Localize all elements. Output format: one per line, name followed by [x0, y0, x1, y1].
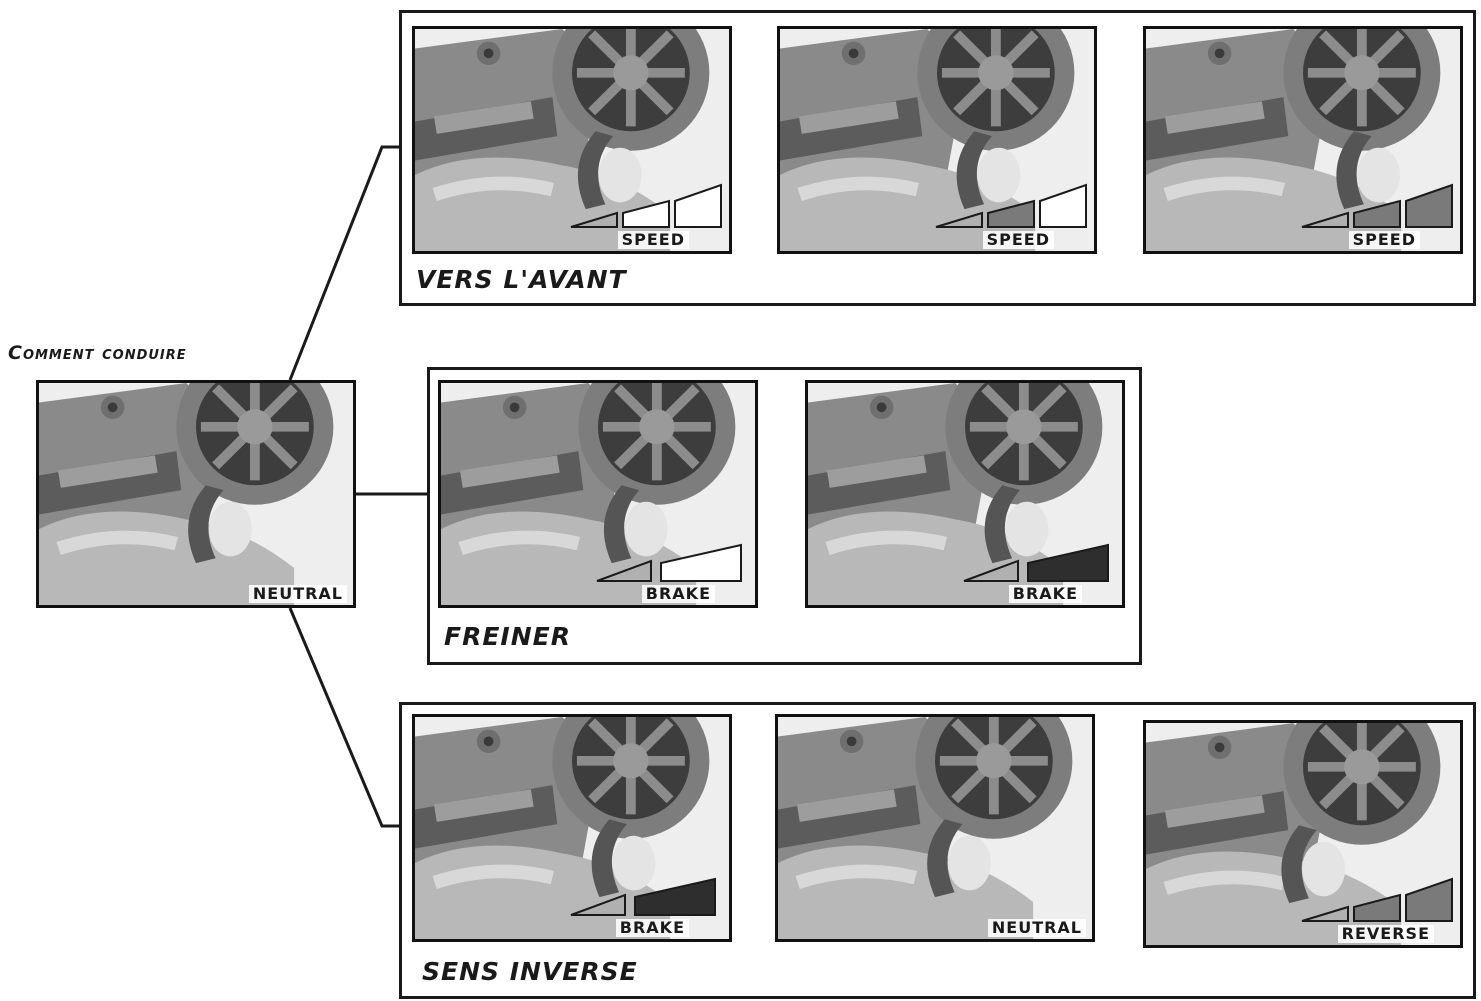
meter-segment-1	[570, 893, 626, 916]
panel-label: BRAKE	[615, 919, 689, 937]
meter-segment-2	[987, 199, 1035, 228]
throttle-meter	[570, 877, 716, 916]
connector-line-3	[288, 607, 412, 828]
meter-segment-3	[1405, 877, 1453, 922]
connector-line-1	[288, 145, 412, 381]
throttle-meter	[963, 543, 1109, 582]
meter-segment-2	[634, 877, 716, 916]
meter-segment-1	[1301, 905, 1349, 922]
panel-label: NEUTRAL	[248, 585, 347, 603]
panel-label: SPEED	[617, 231, 689, 249]
brake-group-title: FREINER	[444, 622, 571, 651]
trigger-photo	[39, 383, 353, 605]
panel-label: REVERSE	[1337, 925, 1434, 943]
reverse-step-reverse-panel: REVERSE	[1143, 720, 1463, 948]
throttle-meter	[1301, 877, 1453, 922]
meter-segment-3	[674, 183, 722, 228]
meter-segment-1	[963, 559, 1019, 582]
meter-segment-2	[1353, 893, 1401, 922]
throttle-meter	[596, 543, 742, 582]
meter-segment-1	[570, 211, 618, 228]
meter-segment-1	[1301, 211, 1349, 228]
panel-label: BRAKE	[1008, 585, 1082, 603]
throttle-meter	[935, 183, 1087, 228]
trigger-photo	[1146, 29, 1460, 251]
panel-label: BRAKE	[641, 585, 715, 603]
meter-segment-1	[596, 559, 652, 582]
trigger-photo	[415, 29, 729, 251]
brake-panel-light: BRAKE	[438, 380, 758, 608]
meter-segment-1	[935, 211, 983, 228]
forward-group-title: VERS L'AVANT	[416, 265, 627, 294]
meter-segment-2	[1353, 199, 1401, 228]
neutral-trigger-panel: NEUTRAL	[36, 380, 356, 608]
speed-panel-low: SPEED	[412, 26, 732, 254]
trigger-photo	[780, 29, 1094, 251]
meter-segment-2	[1027, 543, 1109, 582]
reverse-step-neutral-panel: NEUTRAL	[775, 714, 1095, 942]
panel-label: NEUTRAL	[987, 919, 1086, 937]
panel-label: SPEED	[1348, 231, 1420, 249]
meter-segment-3	[1405, 183, 1453, 228]
diagram-title: Comment conduire	[8, 342, 187, 364]
throttle-meter	[570, 183, 722, 228]
meter-segment-2	[660, 543, 742, 582]
trigger-photo	[778, 717, 1092, 939]
reverse-group-title: SENS INVERSE	[422, 957, 638, 986]
speed-panel-mid: SPEED	[777, 26, 1097, 254]
panel-label: SPEED	[982, 231, 1054, 249]
trigger-photo	[441, 383, 755, 605]
throttle-meter	[1301, 183, 1453, 228]
brake-panel-full: BRAKE	[805, 380, 1125, 608]
meter-segment-3	[1039, 183, 1087, 228]
reverse-step-brake-panel: BRAKE	[412, 714, 732, 942]
meter-segment-2	[622, 199, 670, 228]
speed-panel-high: SPEED	[1143, 26, 1463, 254]
trigger-photo	[808, 383, 1122, 605]
